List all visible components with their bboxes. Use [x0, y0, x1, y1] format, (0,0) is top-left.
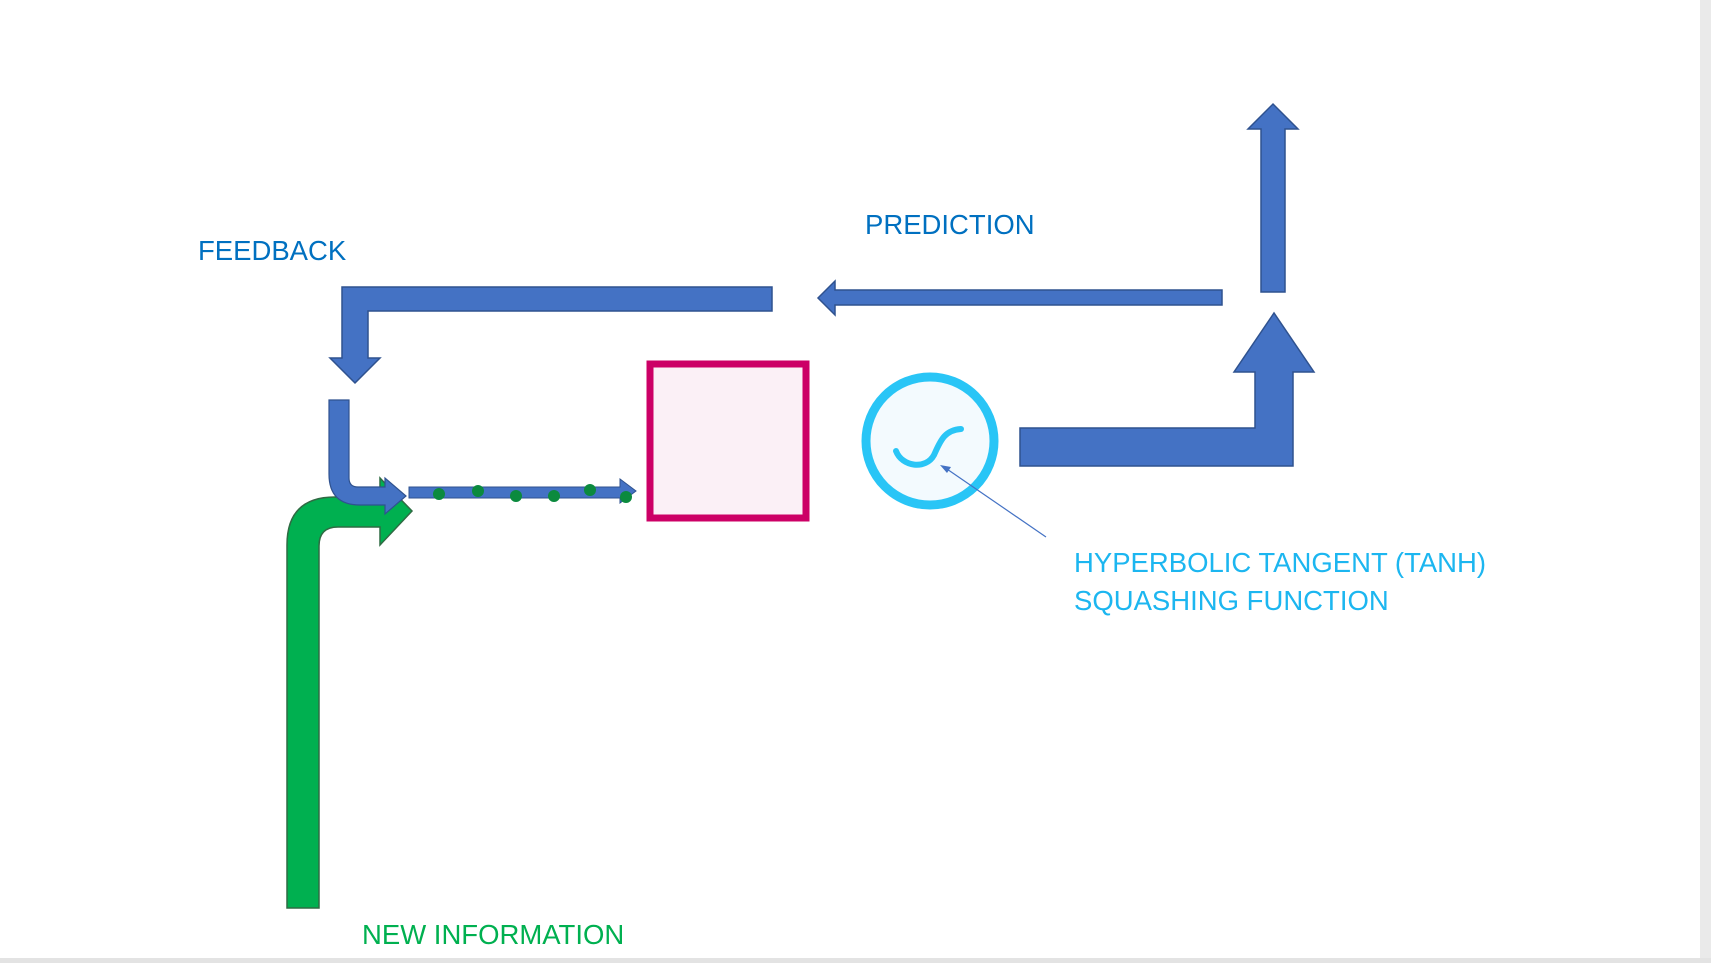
- tanh-sigmoid-icon: [893, 426, 964, 468]
- output-arrow: [1019, 311, 1316, 467]
- prediction-label: PREDICTION: [865, 209, 1035, 240]
- feedback-merge-arrow: [328, 399, 407, 516]
- tanh-circle: [861, 372, 999, 510]
- upward-arrow: [1246, 102, 1300, 293]
- tanh-pointer-line: [943, 466, 1047, 538]
- input-dot: [510, 490, 522, 502]
- input-dot: [584, 484, 596, 496]
- feedback-arrow: [328, 286, 773, 385]
- tanh-pointer-arrowhead: [940, 465, 951, 473]
- window-edge-right: [1700, 0, 1711, 963]
- input-dot: [548, 490, 560, 502]
- input-dot: [433, 488, 445, 500]
- input-dots: [433, 484, 632, 503]
- input-dot: [620, 491, 632, 503]
- window-edge-bottom: [0, 958, 1711, 963]
- prediction-arrow: [816, 279, 1223, 317]
- new-information-arrow: [286, 476, 414, 909]
- input-dot: [472, 485, 484, 497]
- tanh-label-line2: SQUASHING FUNCTION: [1074, 585, 1389, 616]
- tanh-label-line1: HYPERBOLIC TANGENT (TANH): [1074, 547, 1486, 578]
- new-information-label: NEW INFORMATION: [362, 919, 624, 950]
- neuron-box: [646, 360, 810, 522]
- feedback-label: FEEDBACK: [198, 235, 347, 266]
